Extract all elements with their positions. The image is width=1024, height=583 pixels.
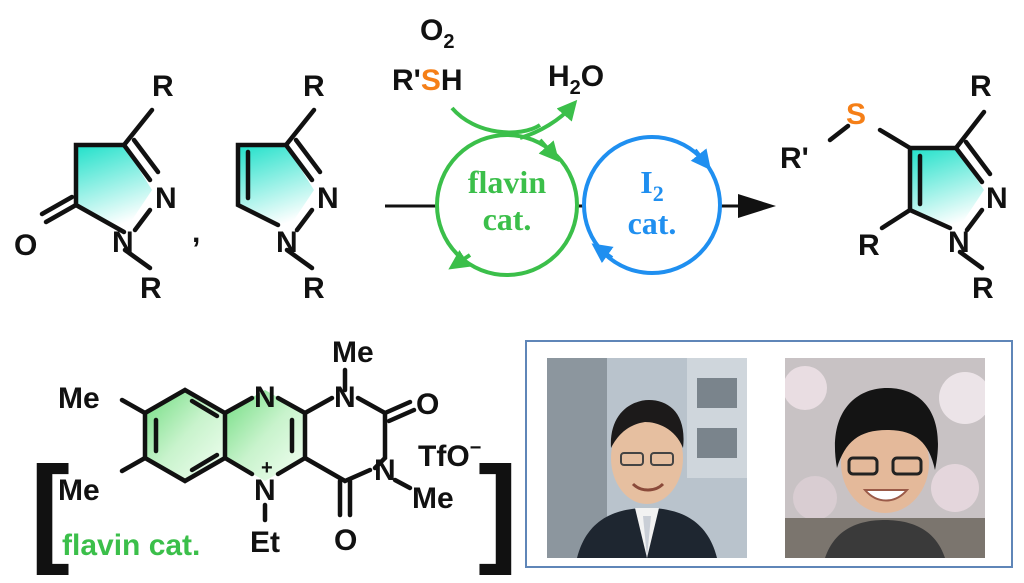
catalyst-n-plus: N [254,474,276,507]
pyrazole-n-bottom: N [276,226,298,259]
iodine-cycle-label-2: cat. [628,205,677,241]
thiol-label: R'SH [392,64,463,97]
catalyst-o-top: O [416,388,439,421]
catalyst-label: flavin cat. [62,529,200,562]
iodine-cycle: I2 cat. [582,135,722,275]
author-photos-frame [525,340,1013,568]
catalyst-n-top: N [334,381,356,414]
product-ring-fill [910,148,984,232]
flavin-ring-a-fill [145,390,225,481]
iodine-cycle-label-1: I2 [640,164,663,206]
author-photo-1 [547,358,747,558]
water-label: H2O [548,60,604,99]
pyrazolone-ring-fill [76,145,152,232]
catalyst-o-bottom: O [334,524,357,557]
pyrazolone-r-bottom: R [140,272,162,305]
flavin-cycle-label-1: flavin [468,164,546,200]
flavin-water-arrow [519,99,578,140]
catalyst-positive-charge: + [261,457,273,479]
catalyst-me-left-bottom: Me [58,474,100,507]
product-r-bottom: R [972,272,994,305]
author-photo-2 [785,358,985,558]
catalyst-n-ring-bottom: N [374,454,396,487]
reaction-arrowhead [738,194,776,218]
catalyst-et: Et [250,526,280,559]
catalyst-me-top: Me [332,336,374,369]
flavin-catalyst-structure: [ ] Me Me Me Me N N N + N O O Et T [30,336,518,576]
pyrazolone-bonds [73,142,127,235]
product-n-right: N [986,182,1008,215]
catalyst-counterion: TfO− [418,437,481,473]
flavin-ring-b-fill [225,390,305,481]
flavin-cycle: flavin cat. [435,99,579,277]
catalyst-me-left-top: Me [58,382,100,415]
flavin-cycle-circle [435,133,579,277]
product-r-prime: R' [780,142,809,175]
reagents: O2 R'SH H2O [392,14,604,99]
product-sulfur: S [846,98,866,131]
product-r-left: R [858,229,880,262]
flavin-cycle-label-2: cat. [483,201,532,237]
product-structure: R S R' N N R R [780,70,1008,305]
pyrazole-r-top: R [303,70,325,103]
product-r-top: R [970,70,992,103]
pyrazole-n-right: N [317,182,339,215]
pyrazolone-r-top: R [152,70,174,103]
separator-comma: , [192,216,200,249]
oxygen-label: O2 [420,14,454,53]
product-n-bottom: N [948,226,970,259]
pyrazolone-carbonyl-o: O [14,229,37,262]
pyrazole-r-bottom: R [303,272,325,305]
catalyst-me-right: Me [412,482,454,515]
catalyst-n-ring-top: N [254,381,276,414]
iodine-cycle-circle [582,135,722,275]
pyrazolone-n-bottom: N [112,226,134,259]
bracket-right: ] [478,442,518,576]
pyrazole-ring-fill [238,145,314,232]
bracket-left: [ [30,442,70,576]
pyrazolone-structure: R N N R O [14,70,177,305]
pyrazolone-n-right: N [155,182,177,215]
pyrazole-structure: R N N R [235,70,339,305]
